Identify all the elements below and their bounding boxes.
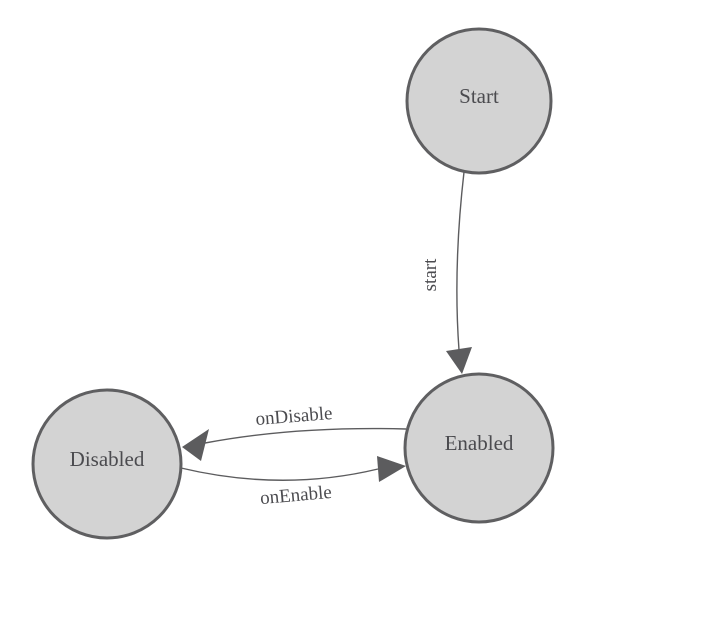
node-start: Start [405, 27, 553, 175]
edge-start-to-enabled: start [420, 171, 472, 374]
node-start-label: Start [459, 84, 499, 108]
arrowhead-into-enabled-top-icon [446, 347, 472, 374]
edge-disabled-to-enabled: onEnable [180, 456, 406, 509]
edge-line-start [456, 171, 465, 351]
node-enabled: Enabled [403, 372, 555, 524]
edge-enabled-to-disabled: onDisable [182, 403, 407, 461]
arrowhead-into-disabled-icon [182, 429, 209, 461]
arrowhead-into-enabled-left-icon [377, 456, 406, 482]
edge-line-ondisable [204, 427, 407, 444]
node-disabled: Disabled [31, 388, 183, 540]
edge-label-ondisable: onDisable [255, 403, 333, 430]
node-start-circle [405, 27, 553, 175]
edge-label-start: start [420, 258, 441, 291]
edge-line-onenable [180, 467, 379, 481]
node-enabled-circle [403, 372, 555, 524]
node-disabled-circle [31, 388, 183, 540]
edge-label-onenable: onEnable [259, 482, 332, 509]
node-enabled-label: Enabled [445, 431, 514, 455]
node-disabled-label: Disabled [70, 447, 145, 471]
